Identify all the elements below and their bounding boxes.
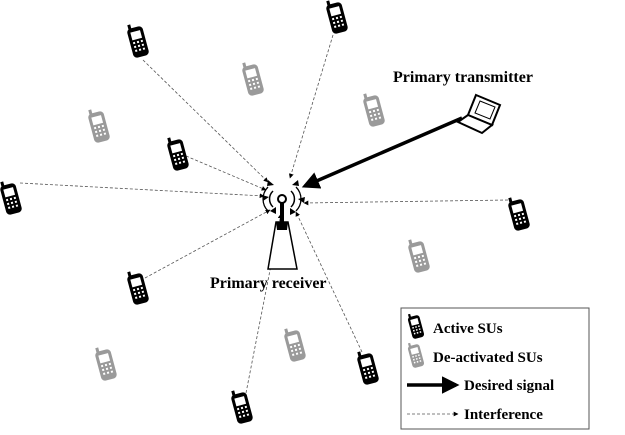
- desired-signal-arrow: [301, 116, 463, 189]
- laptop-icon: [455, 93, 502, 135]
- mobile-phone-icon: [165, 134, 190, 172]
- mobile-phone-icon: [355, 348, 380, 386]
- mobile-phone-icon: [229, 387, 254, 425]
- mobile-phone-icon: [506, 194, 531, 232]
- interference-line: [144, 209, 271, 279]
- legend: Active SUs De-activated SUs Desired sign…: [400, 307, 590, 430]
- mobile-phone-icon: [324, 0, 349, 35]
- legend-deactivated-label: De-activated SUs: [433, 350, 543, 366]
- deactivated-su-group: [86, 59, 431, 382]
- primary-transmitter-label: Primary transmitter: [393, 69, 533, 86]
- interference-line: [288, 34, 334, 179]
- mobile-phone-icon-grey: [240, 59, 265, 97]
- legend-desired-label: Desired signal: [464, 378, 554, 394]
- interference-line: [295, 211, 363, 353]
- interference-line: [142, 59, 269, 183]
- primary-receiver-label: Primary receiver: [210, 275, 327, 292]
- mobile-phone-icon: [125, 21, 150, 59]
- mobile-phone-icon-grey: [282, 325, 307, 363]
- mobile-phone-icon-grey: [361, 90, 386, 128]
- interference-line: [303, 199, 509, 206]
- interference-line: [185, 155, 267, 191]
- interference-line: [19, 182, 265, 199]
- antenna-tower-icon: [262, 186, 302, 270]
- mobile-phone-icon-grey: [86, 106, 111, 144]
- mobile-phone-icon-grey: [406, 236, 431, 274]
- mobile-phone-icon: [0, 178, 23, 216]
- mobile-phone-icon-grey: [93, 344, 118, 382]
- legend-interference-label: Interference: [464, 407, 543, 423]
- legend-box: [400, 307, 590, 430]
- mobile-phone-icon: [125, 268, 150, 306]
- legend-active-label: Active SUs: [433, 321, 503, 337]
